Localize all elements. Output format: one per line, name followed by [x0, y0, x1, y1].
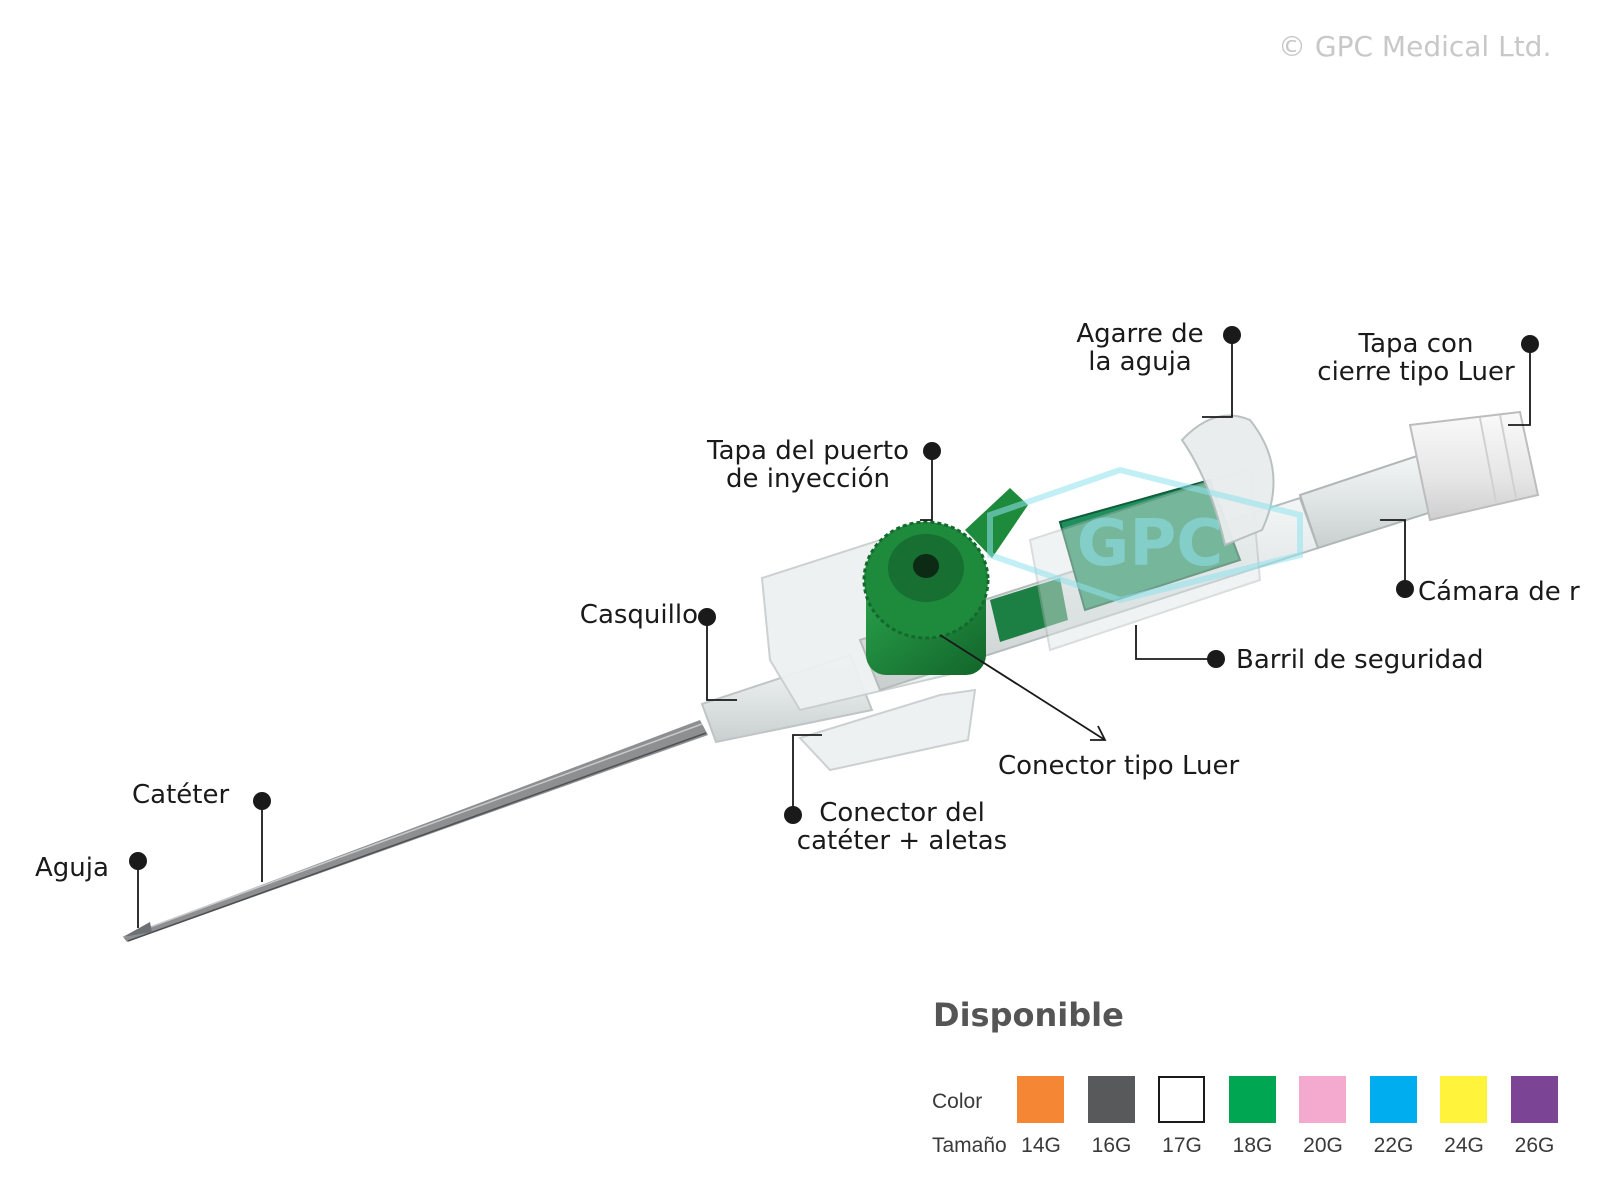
size-label-20g: 20G	[1303, 1134, 1343, 1157]
size-label-14g: 14G	[1021, 1134, 1061, 1157]
size-label-24g: 24G	[1444, 1134, 1484, 1157]
label-catheter-connector-wings: Conector del catéter + aletas	[796, 798, 1008, 856]
swatch-14g	[1017, 1076, 1064, 1123]
availability-title: Disponible	[933, 996, 1124, 1034]
swatch-18g	[1228, 1076, 1276, 1123]
size-label-26g: 26G	[1514, 1134, 1555, 1157]
label-flashback-chamber: Cámara de r	[1418, 578, 1580, 607]
label-luer-lock-cap: Tapa con cierre tipo Luer	[1317, 329, 1515, 387]
leader-lines	[137, 335, 1531, 928]
size-row-label: Tamaño	[932, 1134, 1007, 1157]
size-label-17g: 17G	[1162, 1134, 1202, 1157]
label-safety-barrel: Barril de seguridad	[1236, 645, 1484, 675]
watermark-text: GPC	[1077, 507, 1223, 581]
label-luer-connector: Conector tipo Luer	[998, 751, 1240, 781]
safety-barrel	[990, 466, 1262, 652]
label-hub: Casquillo	[579, 600, 698, 630]
label-catheter: Catéter	[132, 780, 230, 810]
injection-port	[862, 488, 1028, 675]
label-injection-port-cap: Tapa del puerto de inyección	[707, 436, 909, 494]
needle-shaft	[122, 720, 708, 942]
swatch-16g	[1087, 1076, 1135, 1123]
size-label-18g: 18G	[1232, 1134, 1273, 1157]
label-needle: Aguja	[35, 853, 109, 883]
swatch-24g	[1440, 1076, 1487, 1123]
luer-lock-cap	[1408, 410, 1540, 522]
color-row-label: Color	[932, 1090, 983, 1113]
flashback-chamber	[1298, 453, 1440, 550]
size-label-16g: 16G	[1091, 1134, 1132, 1157]
swatch-17g	[1158, 1076, 1205, 1123]
leader-dots	[129, 326, 1539, 870]
swatch-26g	[1510, 1076, 1558, 1123]
size-label-22g: 22G	[1373, 1134, 1414, 1157]
copyright-text: © GPC Medical Ltd.	[1278, 30, 1552, 63]
swatch-20g	[1299, 1076, 1346, 1123]
gpc-watermark: GPC	[987, 466, 1303, 604]
label-needle-grip: Agarre de la aguja	[1076, 319, 1204, 377]
swatch-22g	[1369, 1076, 1417, 1123]
